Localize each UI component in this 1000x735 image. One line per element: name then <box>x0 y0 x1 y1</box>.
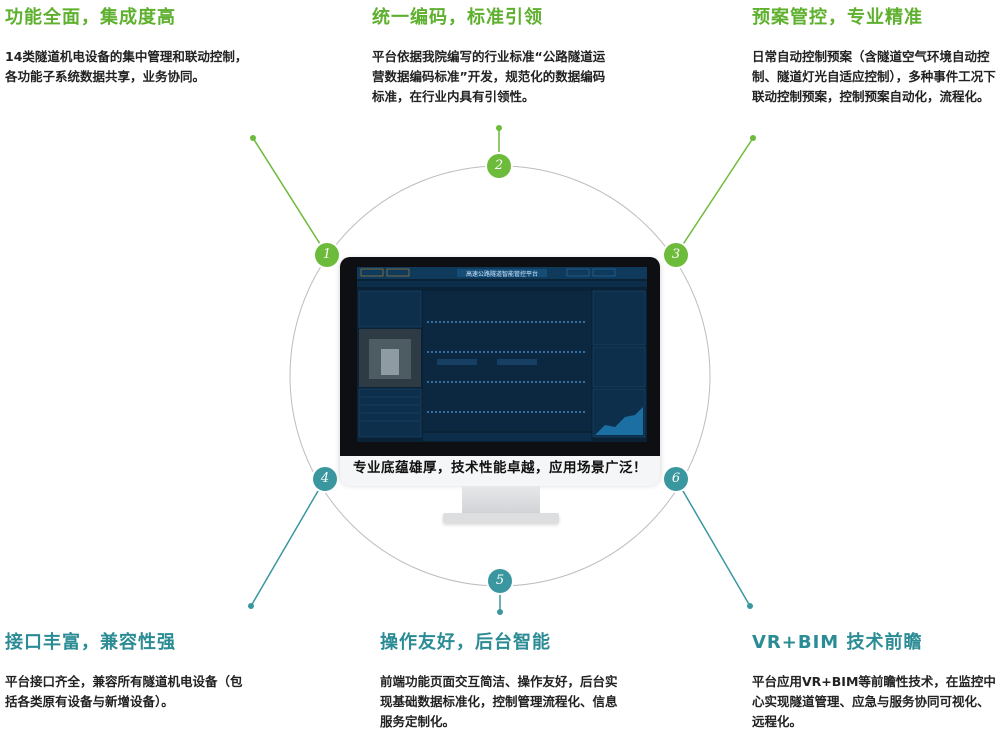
marker-1: 1 <box>315 243 339 267</box>
monitor-screen: 高速公路隧道智能管控平台 <box>357 267 647 442</box>
feature-1-body: 14类隧道机电设备的集中管理和联动控制，各功能子系统数据共享，业务协同。 <box>5 49 248 84</box>
feature-3-body: 日常自动控制预案（含隧道空气环境自动控制、隧道灯光自适应控制），多种事件工况下联… <box>752 49 996 104</box>
feature-2-body: 平台依据我院编写的行业标准“公路隧道运营数据编码标准”开发，规范化的数据编码标准… <box>372 49 606 104</box>
monitor-stand-neck <box>462 486 540 516</box>
feature-4-body: 平台接口齐全，兼容所有隧道机电设备（包括各类原有设备与新增设备）。 <box>5 674 243 709</box>
marker-5: 5 <box>488 569 512 593</box>
connector-dot-6 <box>747 603 753 609</box>
marker-4: 4 <box>313 467 337 491</box>
feature-5-body: 前端功能页面交互简洁、操作友好，后台实现基础数据标准化，控制管理流程化、信息服务… <box>380 674 618 729</box>
connector-dot-5 <box>497 609 503 615</box>
feature-6: VR+BIM 技术前瞻 平台应用VR+BIM等前瞻性技术，在监控中心实现隧道管理… <box>752 628 997 732</box>
feature-5: 操作友好，后台智能 前端功能页面交互简洁、操作友好，后台实现基础数据标准化，控制… <box>380 628 625 732</box>
monitor-stand-foot <box>443 513 559 523</box>
feature-2-title: 统一编码，标准引领 <box>372 7 543 28</box>
feature-3: 预案管控，专业精准 日常自动控制预案（含隧道空气环境自动控制、隧道灯光自适应控制… <box>752 3 997 107</box>
feature-6-body: 平台应用VR+BIM等前瞻性技术，在监控中心实现隧道管理、应急与服务协同可视化、… <box>752 674 996 729</box>
screen-title: 高速公路隧道智能管控平台 <box>466 270 538 278</box>
dashboard-illustration: 高速公路隧道智能管控平台 <box>357 267 647 441</box>
marker-6: 6 <box>664 467 688 491</box>
connector-3 <box>675 137 754 256</box>
feature-3-title: 预案管控，专业精准 <box>752 7 923 28</box>
marker-3: 3 <box>664 243 688 267</box>
feature-1-title: 功能全面，集成度高 <box>5 7 176 28</box>
feature-1: 功能全面，集成度高 14类隧道机电设备的集中管理和联动控制，各功能子系统数据共享… <box>5 3 250 87</box>
connector-dot-1 <box>250 135 256 141</box>
feature-2: 统一编码，标准引领 平台依据我院编写的行业标准“公路隧道运营数据编码标准”开发，… <box>372 3 617 107</box>
feature-6-title: VR+BIM 技术前瞻 <box>752 632 923 653</box>
monitor-tagline: 专业底蕴雄厚，技术性能卓越，应用场景广泛！ <box>353 460 647 476</box>
connector-6 <box>675 478 751 607</box>
feature-4-title: 接口丰富，兼容性强 <box>5 632 176 653</box>
marker-2: 2 <box>487 154 511 178</box>
connector-1 <box>252 137 328 256</box>
monitor-bezel <box>340 456 660 486</box>
connector-4 <box>250 478 326 607</box>
feature-4: 接口丰富，兼容性强 平台接口齐全，兼容所有隧道机电设备（包括各类原有设备与新增设… <box>5 628 250 712</box>
connector-dot-4 <box>248 603 254 609</box>
connector-dot-2 <box>496 125 502 131</box>
connector-dot-3 <box>750 135 756 141</box>
feature-5-title: 操作友好，后台智能 <box>380 632 551 653</box>
